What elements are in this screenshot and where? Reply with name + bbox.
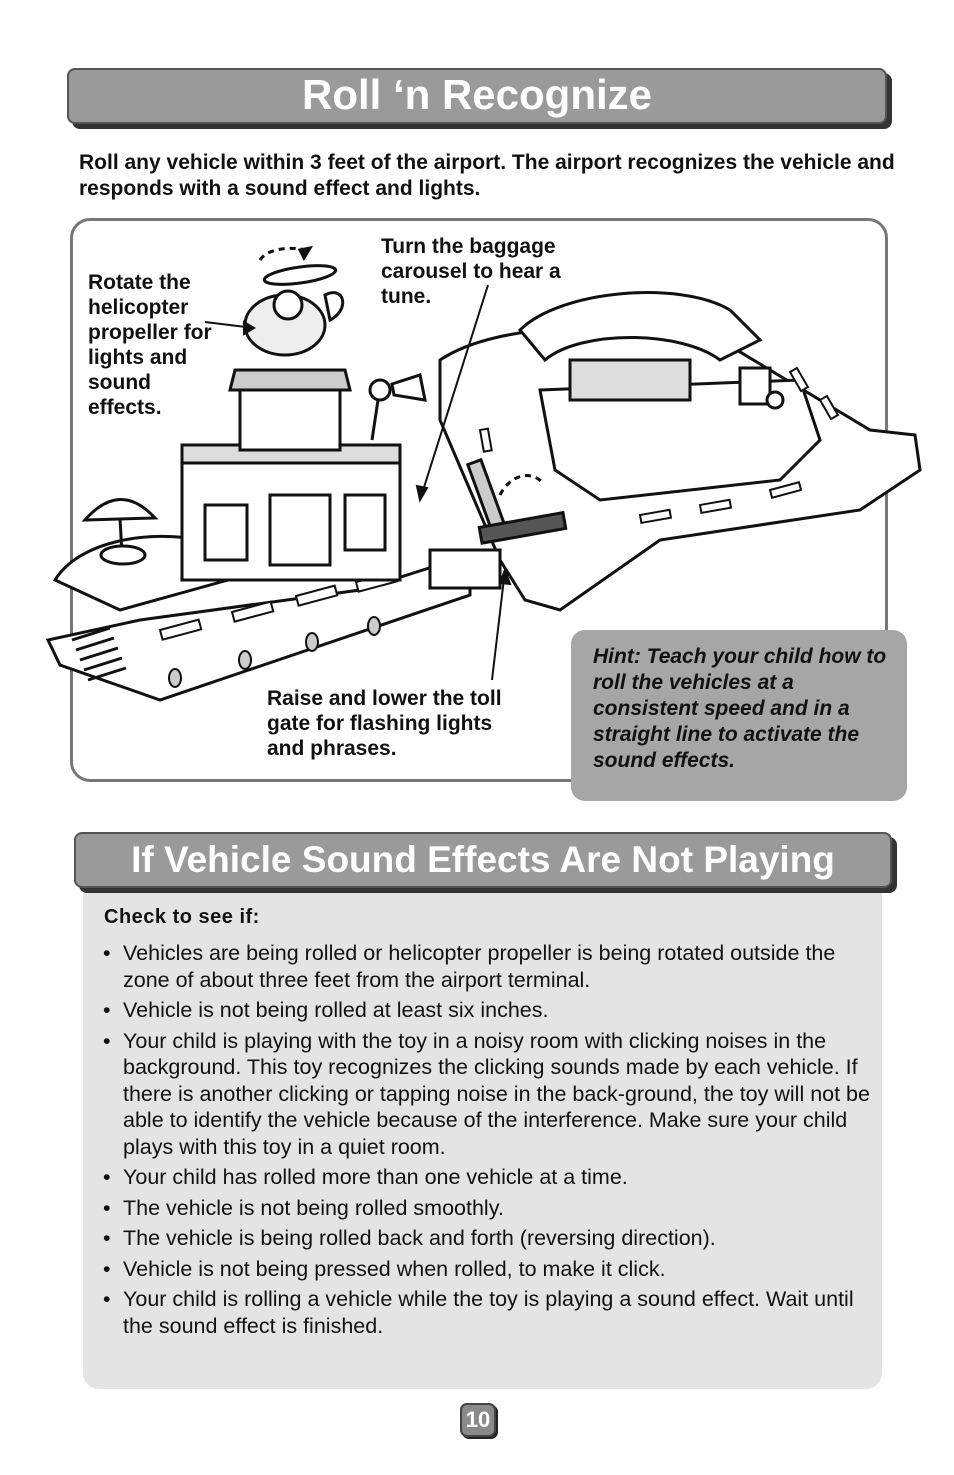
runway-stripes [71,626,127,682]
baggage-carousel [517,291,763,402]
umbrella-table [81,498,159,566]
airport-playset-illustration [45,245,922,702]
toll-gate [428,457,568,590]
list-item: Your child is rolling a vehicle while th… [101,1286,871,1339]
road-dashes [478,366,840,525]
fuel-truck [738,366,785,410]
helicopter [243,245,345,357]
terminal-building [180,368,402,582]
list-item: Your child is playing with the toy in a … [101,1028,871,1161]
callout-toll-gate: Raise and lower the toll gate for flashi… [267,687,502,760]
troubleshooting-list: Vehicles are being rolled or helicopter … [101,940,871,1343]
page-number: 10 [460,1403,496,1437]
callout-baggage-carousel: Turn the baggage carousel to hear a tune… [381,235,561,308]
list-item: Vehicle is not being rolled at least six… [101,997,871,1024]
hint-box: Hint: Teach your child how to roll the v… [571,630,907,801]
check-heading: Check to see if: [104,906,260,928]
list-item: Vehicle is not being pressed when rolled… [101,1256,871,1283]
control-tower-lamp [368,373,427,441]
list-item: Vehicles are being rolled or helicopter … [101,940,871,993]
list-item: Your child has rolled more than one vehi… [101,1164,871,1191]
runway-lights [168,616,381,688]
section-title-sound-effects-not-playing: If Vehicle Sound Effects Are Not Playing [74,832,892,888]
section-title-roll-n-recognize: Roll ‘n Recognize [67,68,887,124]
intro-text: Roll any vehicle within 3 feet of the ai… [79,151,895,200]
callout-helicopter: Rotate the helicopter propeller for ligh… [88,271,212,419]
callout-leader-lines [204,284,512,681]
list-item: The vehicle is not being rolled smoothly… [101,1195,871,1222]
list-item: The vehicle is being rolled back and for… [101,1225,871,1252]
